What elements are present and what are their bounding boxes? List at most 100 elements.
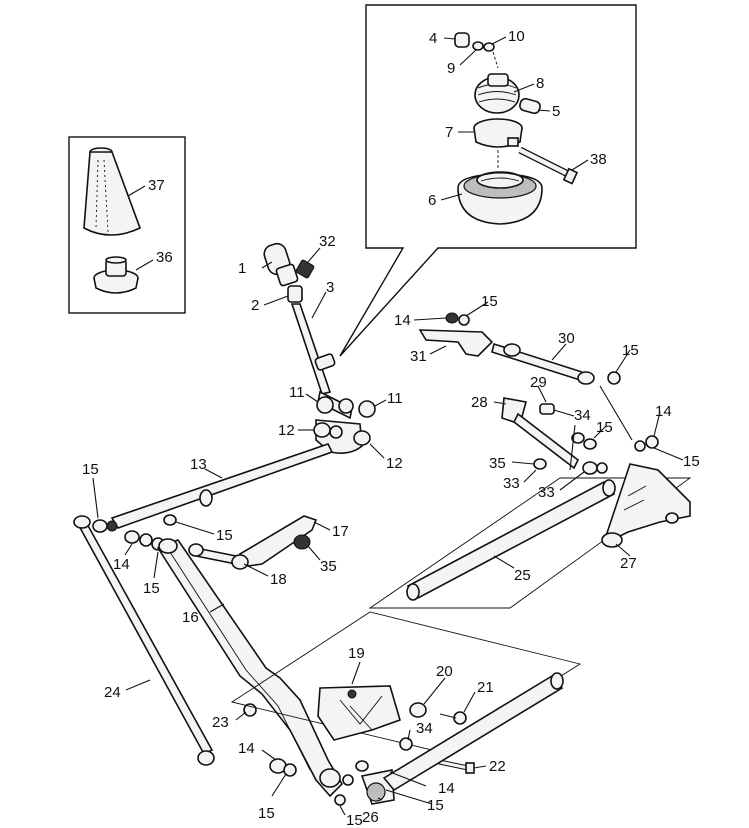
part-8-ball-housing (474, 73, 520, 114)
callout-33-a: 33 (503, 475, 520, 492)
callout-14-c: 14 (438, 780, 455, 797)
callout-18: 18 (270, 571, 287, 588)
callout-15-f: 15 (427, 797, 444, 814)
callout-15-h: 15 (622, 342, 639, 359)
part-14-nut-d (645, 435, 659, 449)
part-34-nut-lower (399, 737, 413, 751)
part-20-bushing (409, 702, 427, 718)
callout-20: 20 (436, 663, 453, 680)
part-27-bracket (601, 463, 691, 548)
callout-6: 6 (428, 192, 436, 209)
part-19-bracket (317, 685, 401, 741)
part-30-tie-rod (491, 342, 621, 385)
part-18-link (188, 543, 249, 570)
callout-35-b: 35 (489, 455, 506, 472)
part-6-boot-base (457, 171, 543, 225)
part-26-mount (342, 760, 395, 805)
callout-34-lower: 34 (416, 720, 433, 737)
linkage-left: 15 13 14 15 15 17 35 18 16 24 23 14 15 1… (73, 443, 363, 828)
part-7-clamp-ring (473, 118, 523, 148)
callout-38: 38 (590, 151, 607, 168)
callout-8: 8 (536, 75, 544, 92)
callout-35-a: 35 (320, 558, 337, 575)
linkage-right: 15 14 31 30 15 29 28 34 15 14 15 35 33 3… (368, 293, 700, 609)
callout-33-b: 33 (538, 484, 555, 501)
callout-36: 36 (156, 249, 173, 266)
part-33-nut-b (582, 461, 598, 475)
callout-5: 5 (552, 103, 560, 120)
part-37-boot (83, 147, 142, 236)
part-29-bushing (539, 403, 555, 415)
callout-4: 4 (429, 30, 437, 47)
part-2-collar (287, 285, 303, 303)
lower-bracket-assembly: 19 20 21 34 22 14 15 26 (230, 611, 582, 826)
callout-12-right: 12 (386, 455, 403, 472)
part-21-bolt (439, 711, 467, 725)
part-4-bushing (454, 32, 470, 48)
part-36-knob-base (93, 256, 139, 294)
part-31-bracket (418, 312, 494, 357)
part-10-washer (483, 42, 495, 52)
callout-23: 23 (212, 714, 229, 731)
callout-15-g: 15 (481, 293, 498, 310)
part-5-pin (519, 97, 541, 115)
callout-21: 21 (477, 679, 494, 696)
callout-15-e: 15 (346, 812, 363, 828)
callout-25: 25 (514, 567, 531, 584)
shaft-lower (382, 672, 564, 792)
part-23-nut (243, 703, 257, 717)
part-11-bushing-left (316, 396, 334, 414)
callout-13: 13 (190, 456, 207, 473)
callout-34-upper: 34 (574, 407, 591, 424)
callout-30: 30 (558, 330, 575, 347)
part-34-nut-upper (571, 432, 585, 444)
part-35-nut (293, 534, 311, 550)
callout-3: 3 (326, 279, 334, 296)
callout-15-d: 15 (258, 805, 275, 822)
callout-12-left: 12 (278, 422, 295, 439)
part-24-rod (73, 515, 215, 766)
callout-28: 28 (471, 394, 488, 411)
part-14-nut-a (124, 530, 140, 544)
shift-lever-assembly: 1 32 2 3 11 11 12 12 (238, 233, 403, 472)
callout-14-b: 14 (238, 740, 255, 757)
part-38-bolt (518, 146, 579, 185)
part-15-washer-a (92, 519, 108, 533)
part-12-bushing-left (313, 422, 331, 438)
callout-15-j: 15 (683, 453, 700, 470)
part-32-bracket (295, 259, 315, 279)
callout-15-a: 15 (82, 461, 99, 478)
part-33-nut-a (533, 458, 547, 470)
callout-24: 24 (104, 684, 121, 701)
callout-17: 17 (332, 523, 349, 540)
part-25-shaft (406, 479, 616, 601)
callout-37: 37 (148, 177, 165, 194)
part-28-link (501, 397, 580, 470)
callout-19: 19 (348, 645, 365, 662)
callout-15-c: 15 (216, 527, 233, 544)
inset-shifter-detail: 4 10 9 8 5 7 38 6 (339, 4, 637, 357)
part-11-bushing-center (338, 398, 354, 414)
part-13-cross-rod (110, 443, 334, 529)
callout-31: 31 (410, 348, 427, 365)
callout-14-a: 14 (113, 556, 130, 573)
part-15-washer-e (334, 794, 346, 806)
part-15-washer-c (163, 514, 177, 526)
part-15-washer-d (283, 763, 297, 777)
callout-26: 26 (362, 809, 379, 826)
callout-14-e: 14 (394, 312, 411, 329)
part-1-knob (263, 242, 299, 287)
part-12-bushing-right (353, 430, 371, 446)
callout-2: 2 (251, 297, 259, 314)
callout-9: 9 (447, 60, 455, 77)
part-9-washer (472, 41, 484, 51)
part-17-bracket (238, 515, 318, 567)
callout-11-right: 11 (387, 390, 403, 407)
callout-11-left: 11 (289, 384, 305, 401)
callout-27: 27 (620, 555, 637, 572)
callout-14-d: 14 (655, 403, 672, 420)
callout-29: 29 (530, 374, 547, 391)
part-16-lever-arm (156, 538, 344, 798)
callout-1: 1 (238, 260, 246, 277)
callout-32: 32 (319, 233, 336, 250)
